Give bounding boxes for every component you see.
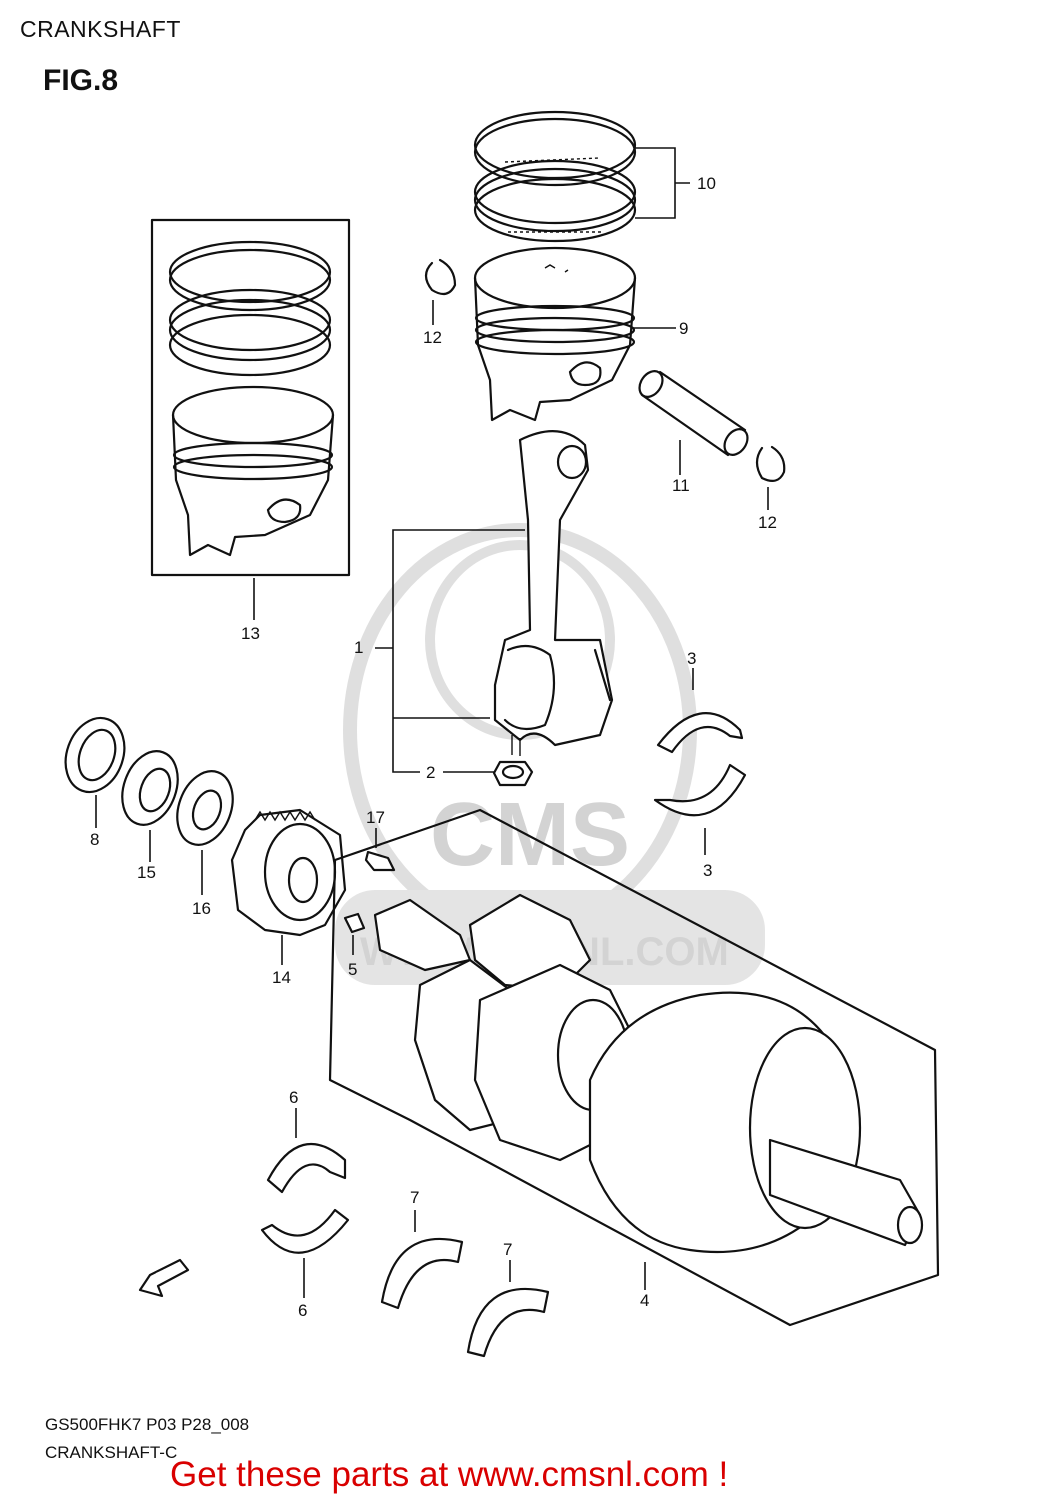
piston-rings-part-10 <box>473 110 637 243</box>
callout-7-left: 7 <box>410 1188 419 1207</box>
thrust-washer-part-7-left <box>380 1237 464 1310</box>
callout-3-upper: 3 <box>687 649 696 668</box>
bushing-part-15 <box>121 750 179 826</box>
callout-8: 8 <box>90 830 99 849</box>
figure-label: FIG.8 <box>43 64 119 97</box>
callout-12-upper: 12 <box>423 328 442 347</box>
main-bearing-part-6-lower <box>260 1208 350 1254</box>
key-part-5 <box>343 912 366 934</box>
washer-part-16 <box>176 770 234 846</box>
model-code: GS500FHK7 P03 P28_008 <box>45 1415 250 1434</box>
piston-assembly-part-13 <box>150 218 351 577</box>
callout-6-upper: 6 <box>289 1088 298 1107</box>
callout-10: 10 <box>697 174 716 193</box>
main-bearing-part-6-upper <box>266 1143 347 1194</box>
callout-5: 5 <box>348 960 357 979</box>
callout-7-right: 7 <box>503 1240 512 1259</box>
conrod-bearing-part-3-lower <box>653 763 747 817</box>
circlip-part-12-upper <box>424 258 457 296</box>
callout-12-lower: 12 <box>758 513 777 532</box>
piston-part-9 <box>473 246 637 422</box>
callout-16: 16 <box>192 899 211 918</box>
crankshaft-part-4 <box>328 808 940 1327</box>
page-header-title: CRANKSHAFT <box>20 16 181 42</box>
callout-1: 1 <box>354 638 363 657</box>
key-part-17 <box>364 850 396 872</box>
callout-13: 13 <box>241 624 260 643</box>
circlip-part-12-lower <box>755 445 786 483</box>
forward-direction-arrow: FWD <box>138 1258 190 1298</box>
promo-link-text[interactable]: Get these parts at www.cmsnl.com ! <box>170 1455 729 1494</box>
oil-seal-part-8 <box>64 716 126 794</box>
callout-9: 9 <box>679 319 688 338</box>
diagram-subtitle: CRANKSHAFT-C <box>45 1443 178 1462</box>
nut-part-2 <box>492 760 534 787</box>
callout-15: 15 <box>137 863 156 882</box>
callout-4: 4 <box>640 1291 649 1310</box>
callout-6-lower: 6 <box>298 1301 307 1320</box>
gear-part-14 <box>230 808 347 937</box>
callout-11: 11 <box>672 476 690 495</box>
callout-3-lower: 3 <box>703 861 712 880</box>
thrust-washer-part-7-right <box>466 1287 550 1358</box>
conrod-bearing-part-3-upper <box>656 712 744 754</box>
callout-2: 2 <box>426 763 435 782</box>
watermark-logo-text: CMS <box>430 785 630 885</box>
callout-17: 17 <box>366 808 385 827</box>
connecting-rod-part-1 <box>493 430 614 756</box>
callout-14: 14 <box>272 968 291 987</box>
piston-pin-part-11 <box>638 370 749 457</box>
